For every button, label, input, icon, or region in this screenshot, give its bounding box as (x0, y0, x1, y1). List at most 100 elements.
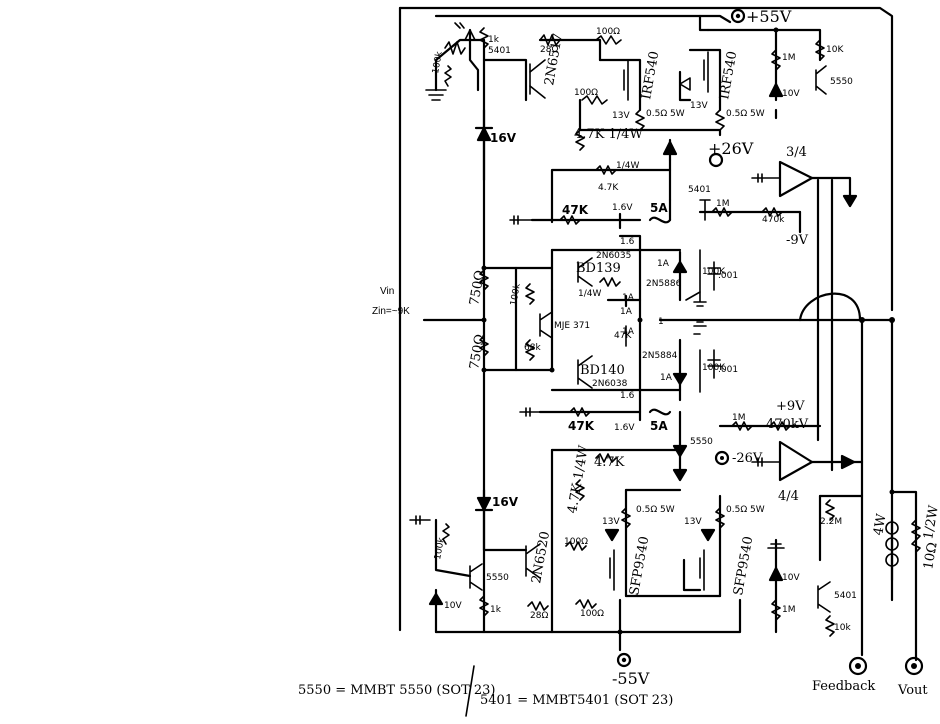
bottom-left-bias-block: 16V 100k 10V 5550 1k 2N6520 28Ω (409, 448, 554, 634)
svg-text:13V: 13V (612, 111, 630, 121)
svg-text:1.6V: 1.6V (612, 203, 633, 213)
svg-text:100Ω: 100Ω (596, 27, 620, 37)
svg-text:1.6: 1.6 (620, 391, 635, 401)
svg-text:750Ω: 750Ω (467, 269, 488, 307)
svg-text:1k: 1k (488, 35, 500, 45)
svg-text:SFP9540: SFP9540 (627, 535, 652, 596)
svg-text:2N5884: 2N5884 (642, 351, 678, 361)
svg-text:10V: 10V (782, 573, 800, 583)
svg-text:1A: 1A (657, 259, 670, 269)
svg-text:-9V: -9V (786, 233, 809, 248)
svg-text:.001: .001 (718, 365, 738, 375)
svg-text:1M: 1M (782, 605, 796, 615)
lower-middle-block: 47K 1.6V 5A 5550 -26V (519, 407, 763, 482)
svg-text:16V: 16V (490, 131, 517, 145)
svg-text:-55V: -55V (612, 669, 650, 688)
output-loop (798, 292, 862, 322)
svg-text:+26V: +26V (708, 139, 754, 158)
feedback-terminal: Feedback (812, 656, 875, 694)
svg-text:BD140: BD140 (580, 363, 625, 378)
svg-text:47K: 47K (614, 331, 632, 341)
svg-text:47K: 47K (562, 203, 589, 217)
svg-text:100Ω: 100Ω (564, 537, 588, 547)
svg-text:1/2W: 1/2W (921, 504, 940, 541)
svg-text:100Ω: 100Ω (580, 609, 604, 619)
driver-top-cluster: 1.6 2N6035 BD139 1/4W 1A 2N5886 100K .00… (550, 234, 738, 307)
svg-text:5401: 5401 (688, 185, 711, 195)
output-network: 4W 1/2W 10Ω (871, 504, 940, 582)
svg-text:5550: 5550 (830, 77, 853, 87)
svg-text:16V: 16V (492, 495, 519, 509)
svg-text:Vin: Vin (380, 286, 394, 297)
top-47k-block: 4.7K 1/4W 4.7K 1/4W +26V (550, 127, 754, 224)
svg-text:10K: 10K (826, 45, 844, 55)
footnote: 5550 = MMBT 5550 (SOT 23) 5401 = MMBT540… (298, 665, 673, 717)
svg-text:4.7K 1/4W: 4.7K 1/4W (574, 127, 643, 142)
svg-text:100k: 100k (509, 282, 523, 307)
svg-text:+55V: +55V (746, 7, 792, 26)
driver-bottom-cluster: BD140 2N6038 1.6 2N5884 1A 100K .001 (550, 321, 738, 402)
svg-text:1/4W: 1/4W (578, 289, 601, 299)
svg-text:5401: 5401 (834, 591, 857, 601)
svg-text:10k: 10k (834, 623, 851, 633)
svg-text:470kV: 470kV (766, 417, 809, 432)
svg-text:IRF540: IRF540 (639, 50, 662, 101)
svg-text:28Ω: 28Ω (530, 611, 548, 621)
svg-text:BD139: BD139 (576, 261, 621, 276)
svg-text:+9V: +9V (776, 399, 805, 414)
bottom-rail (434, 598, 742, 634)
svg-text:10V: 10V (782, 89, 800, 99)
svg-text:3/4: 3/4 (786, 145, 807, 160)
svg-text:0.5Ω 5W: 0.5Ω 5W (726, 505, 765, 515)
svg-text:5A: 5A (650, 201, 668, 215)
svg-text:13V: 13V (684, 517, 702, 527)
svg-text:2N5886: 2N5886 (646, 279, 682, 289)
svg-text:SFP9540: SFP9540 (731, 535, 756, 596)
junction-dots (481, 27, 895, 635)
svg-text:Zin=~9K: Zin=~9K (372, 306, 410, 317)
svg-text:1A: 1A (660, 373, 673, 383)
svg-text:5550: 5550 (486, 573, 509, 583)
svg-text:0.5Ω 5W: 0.5Ω 5W (646, 109, 685, 119)
svg-text:2N6520: 2N6520 (529, 530, 553, 585)
svg-text:4.7K: 4.7K (594, 455, 625, 470)
svg-text:1M: 1M (732, 413, 746, 423)
svg-text:0.5Ω 5W: 0.5Ω 5W (636, 505, 675, 515)
top-left-bias-block: 1k 5401 100k (425, 22, 511, 101)
bottom-mosfets: 0.5Ω 5W 13V 100Ω SFP9540 100Ω 0.5Ω 5W 13… (564, 488, 765, 619)
svg-text:470k: 470k (762, 215, 785, 225)
svg-text:10Ω: 10Ω (921, 541, 940, 571)
center-current-block: 1A 47K 1A 1 (606, 248, 802, 422)
footnote-text-2: 5401 = MMBT5401 (SOT 23) (480, 693, 673, 708)
svg-text:28Ω: 28Ω (540, 45, 558, 55)
svg-text:1M: 1M (782, 53, 796, 63)
svg-text:100Ω: 100Ω (574, 88, 598, 98)
svg-text:68k: 68k (524, 343, 541, 353)
svg-text:13V: 13V (602, 517, 620, 527)
neg55-terminal: -55V (612, 652, 650, 688)
svg-text:1: 1 (658, 317, 664, 327)
input-block: Vin Zin=~9K 750Ω 750Ω (372, 269, 489, 371)
zener-16v-top: 16V (474, 108, 517, 182)
svg-text:5550: 5550 (690, 437, 713, 447)
top-rail-wire (398, 6, 894, 312)
svg-text:5A: 5A (650, 419, 668, 433)
svg-text:.001: .001 (718, 271, 738, 281)
footnote-text-1: 5550 = MMBT 5550 (SOT 23) (298, 683, 496, 698)
svg-text:4.7K 1/4W: 4.7K 1/4W (565, 444, 592, 515)
svg-text:1.6V: 1.6V (614, 423, 635, 433)
top-right-bias-block: 1M 10V 10K 5550 (768, 28, 853, 120)
vout-terminal: Vout (897, 656, 928, 698)
svg-text:2N6038: 2N6038 (592, 379, 628, 389)
svg-text:4.7K: 4.7K (598, 183, 619, 193)
mosfet-irf540-left: IRF540 100Ω (595, 27, 662, 112)
pos55-terminal: +55V (730, 7, 792, 26)
upper-middle-block: 47K 1.6V 5A 5401 (509, 185, 711, 230)
svg-text:1M: 1M (716, 199, 730, 209)
output-rail-right (890, 490, 918, 662)
svg-text:0.5Ω 5W: 0.5Ω 5W (726, 109, 765, 119)
svg-text:100k: 100k (433, 536, 447, 561)
svg-text:2N6035: 2N6035 (596, 251, 631, 261)
svg-text:4W: 4W (871, 512, 890, 537)
